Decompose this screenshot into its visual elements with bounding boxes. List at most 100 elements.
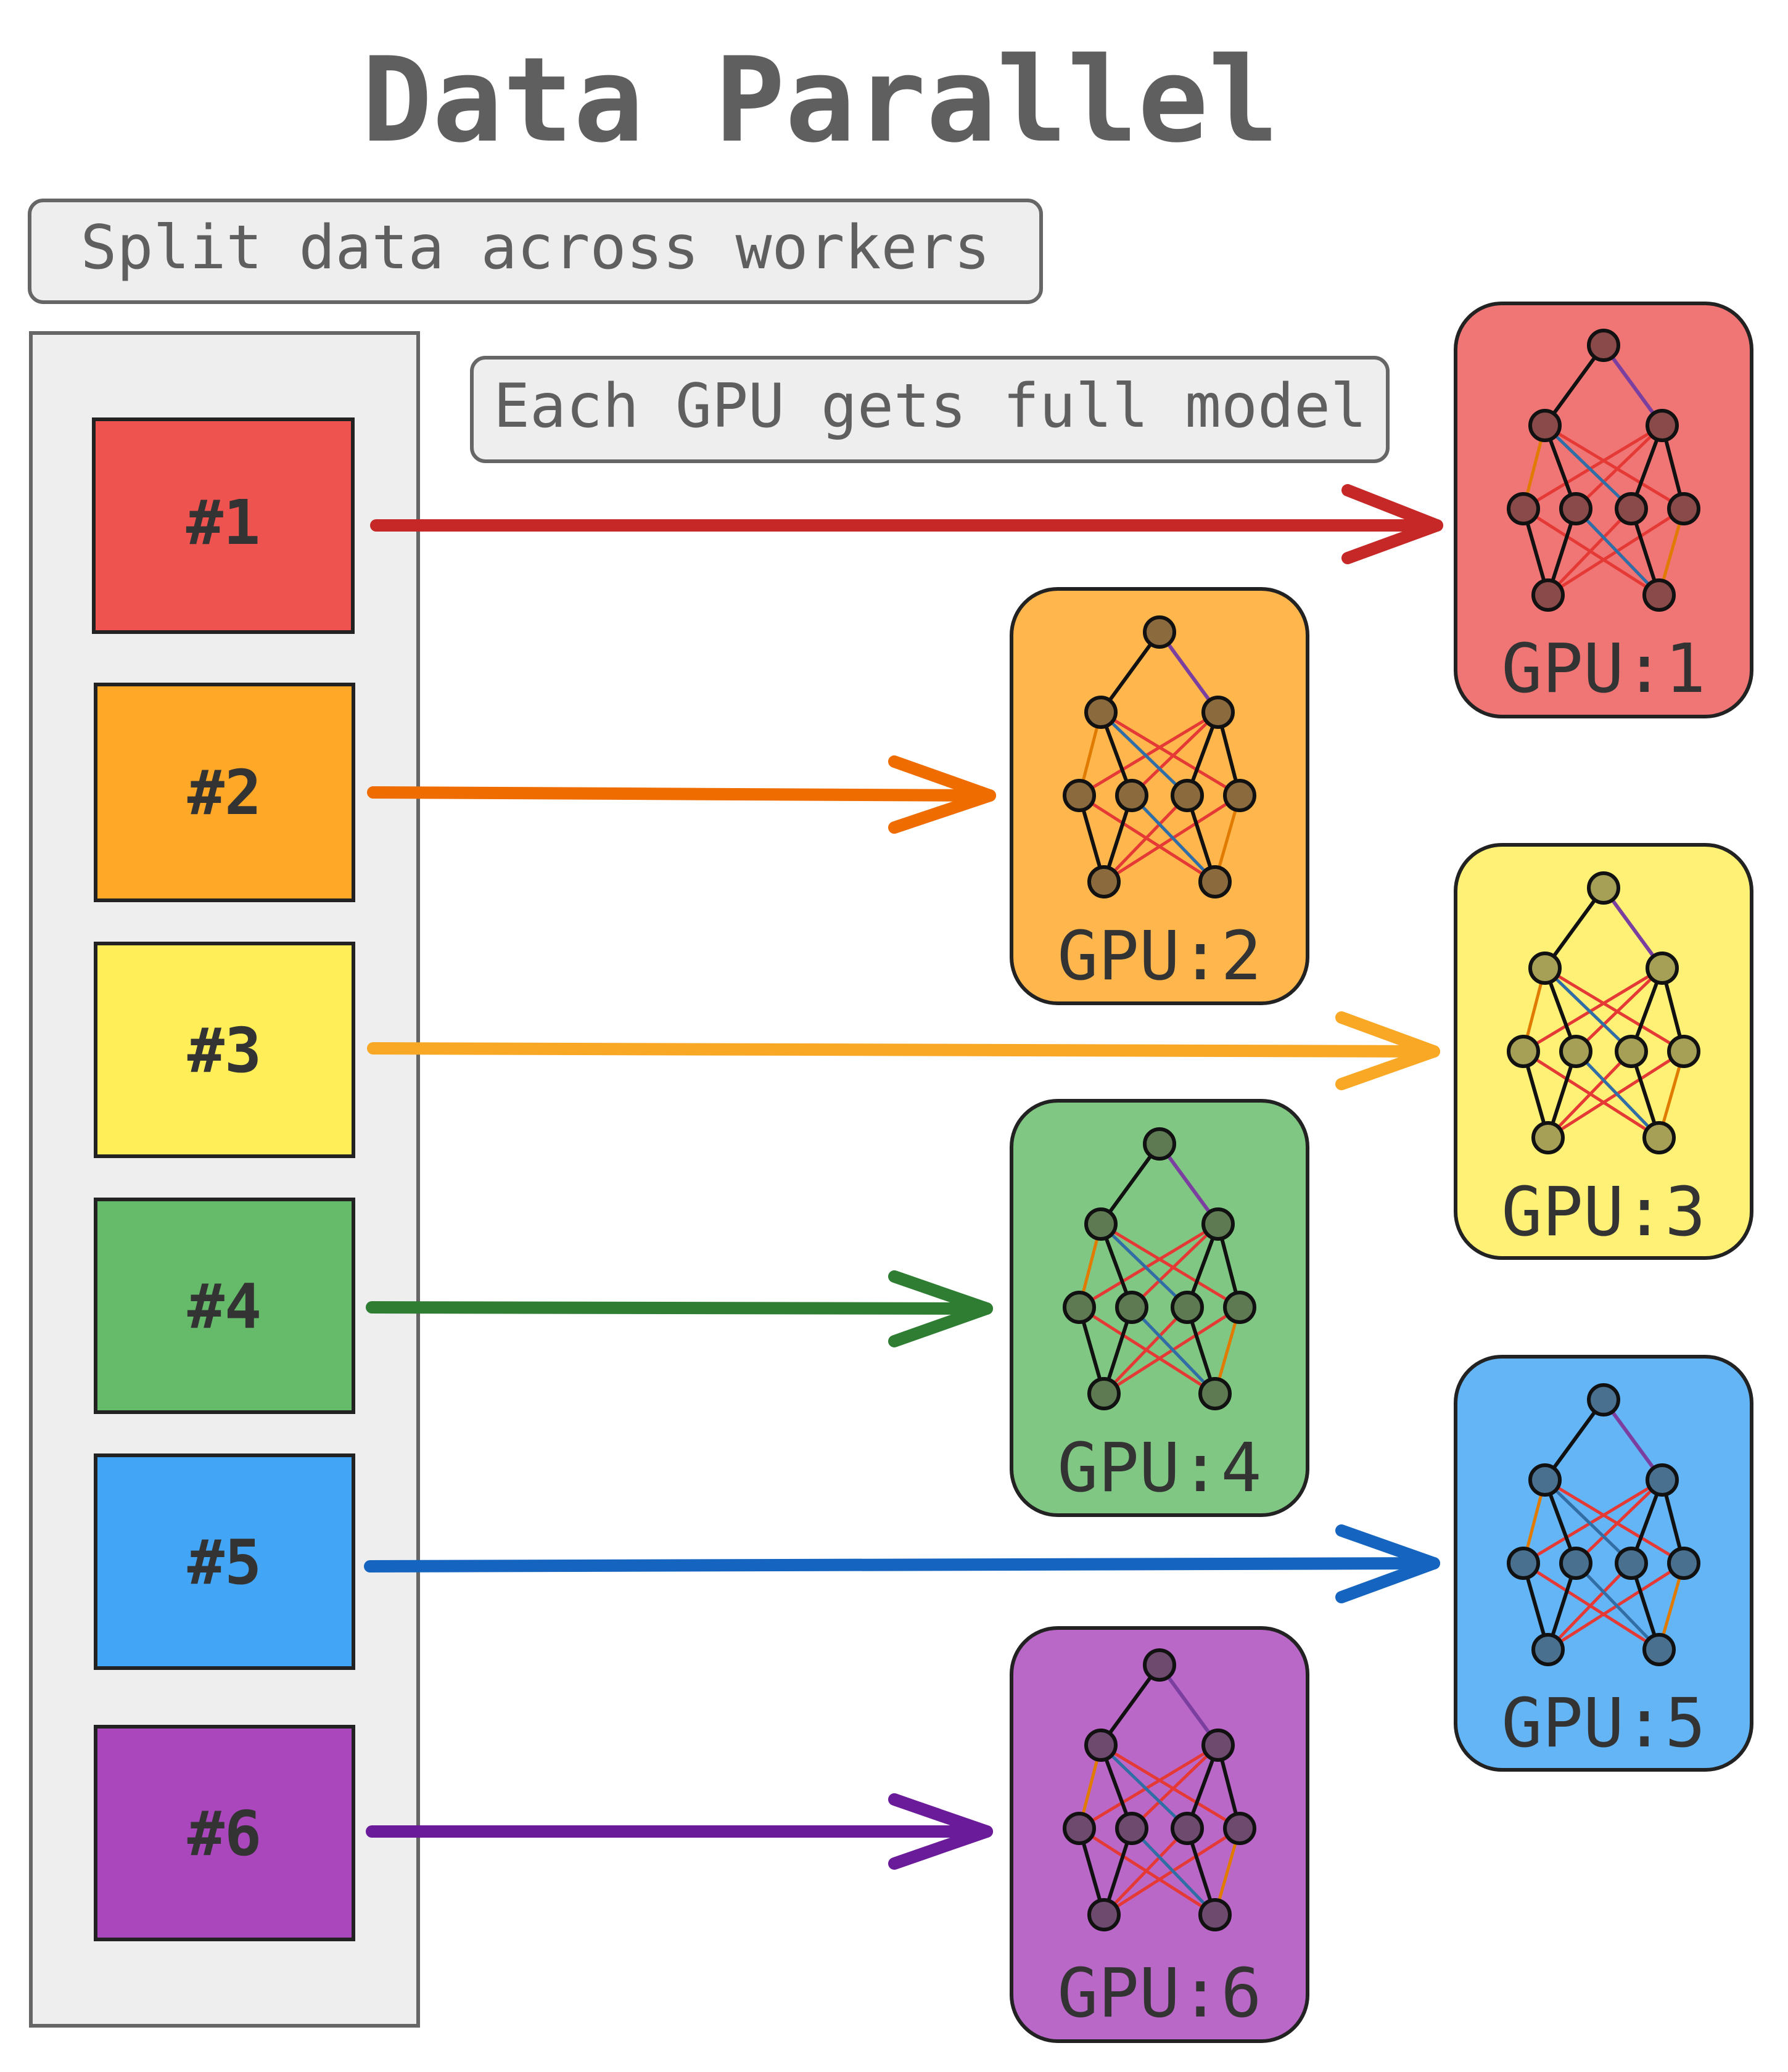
network-node [1587, 871, 1620, 905]
network-node [1646, 952, 1679, 985]
diagram-title: Data Parallel [361, 32, 1279, 168]
network-node [1667, 492, 1700, 525]
shard-label: #4 [187, 1270, 262, 1342]
network-node [1087, 1377, 1121, 1410]
gpu-3: GPU:3 [1454, 843, 1753, 1260]
network-node [1528, 409, 1562, 442]
network-node [1201, 1729, 1235, 1762]
network-node [1143, 1127, 1176, 1161]
model-label-box: Each GPU gets full model [470, 356, 1390, 463]
network-node [1615, 1035, 1648, 1068]
network-node [1587, 329, 1620, 362]
network-node [1171, 779, 1204, 812]
gpu-box [1454, 1355, 1753, 1772]
arrow-3 [367, 1011, 1440, 1090]
network-node [1507, 1035, 1540, 1068]
arrow-1 [370, 484, 1443, 564]
gpu-box [1010, 587, 1309, 1005]
shard-5: #5 [94, 1453, 355, 1670]
gpu-label: GPU:6 [1057, 1954, 1261, 2033]
neural-network-icon [1507, 329, 1700, 612]
shard-label: #1 [186, 487, 260, 559]
network-node [1087, 1898, 1121, 1931]
neural-network-icon [1063, 1127, 1256, 1410]
gpu-box [1010, 1626, 1309, 2043]
network-node [1084, 1729, 1118, 1762]
shard-box [94, 1198, 355, 1414]
neural-network-icon [1507, 1383, 1700, 1666]
neural-network-icon [1507, 871, 1700, 1154]
network-node [1531, 1633, 1565, 1666]
shard-3: #3 [94, 942, 355, 1158]
network-node [1198, 865, 1232, 898]
shard-box [94, 942, 355, 1158]
gpu-5: GPU:5 [1454, 1355, 1753, 1772]
network-node [1198, 1377, 1232, 1410]
network-node [1143, 615, 1176, 649]
network-node [1063, 779, 1096, 812]
gpu-label: GPU:4 [1057, 1428, 1261, 1507]
network-node [1642, 578, 1676, 612]
shard-label: #5 [187, 1526, 262, 1598]
gpu-label: GPU:2 [1057, 916, 1261, 995]
network-node [1615, 492, 1648, 525]
network-node [1667, 1035, 1700, 1068]
shard-box [94, 1725, 355, 1941]
shard-label: #3 [187, 1014, 262, 1087]
network-node [1642, 1121, 1676, 1154]
network-node [1646, 1463, 1679, 1497]
network-node [1531, 1121, 1565, 1154]
network-node [1223, 779, 1256, 812]
network-node [1115, 1291, 1148, 1324]
network-node [1528, 1463, 1562, 1497]
network-node [1084, 1207, 1118, 1241]
neural-network-icon [1063, 1648, 1256, 1931]
network-node [1559, 492, 1592, 525]
network-node [1559, 1547, 1592, 1580]
shard-box [94, 683, 355, 902]
network-node [1063, 1812, 1096, 1845]
network-node [1615, 1547, 1648, 1580]
network-node [1531, 578, 1565, 612]
network-node [1115, 1812, 1148, 1845]
network-node [1171, 1291, 1204, 1324]
gpu-box [1010, 1099, 1309, 1517]
arrow-5 [364, 1524, 1440, 1603]
shard-box [94, 1453, 355, 1670]
shard-label: #2 [187, 757, 262, 829]
gpu-label: GPU:3 [1501, 1172, 1705, 1251]
gpu-label: GPU:5 [1501, 1684, 1705, 1762]
network-node [1201, 1207, 1235, 1241]
arrow-6 [366, 1793, 993, 1870]
shard-label: #6 [187, 1798, 262, 1870]
shard-1: #1 [92, 417, 355, 634]
network-node [1115, 779, 1148, 812]
network-node [1507, 492, 1540, 525]
gpu-label: GPU:1 [1501, 629, 1705, 708]
split-label-box: Split data across workers [28, 199, 1043, 304]
network-node [1559, 1035, 1592, 1068]
gpu-box [1454, 843, 1753, 1260]
network-node [1223, 1291, 1256, 1324]
network-node [1171, 1812, 1204, 1845]
shard-2: #2 [94, 683, 355, 902]
network-node [1587, 1383, 1620, 1416]
gpu-box [1454, 302, 1753, 718]
network-node [1084, 696, 1118, 729]
arrow-2 [367, 755, 996, 834]
network-node [1642, 1633, 1676, 1666]
arrow-4 [366, 1270, 993, 1347]
network-node [1223, 1812, 1256, 1845]
network-node [1667, 1547, 1700, 1580]
neural-network-icon [1063, 615, 1256, 898]
shard-4: #4 [94, 1198, 355, 1414]
split-label: Split data across workers [80, 213, 990, 283]
network-node [1063, 1291, 1096, 1324]
shard-box [92, 417, 355, 634]
network-node [1507, 1547, 1540, 1580]
network-node [1528, 952, 1562, 985]
network-node [1087, 865, 1121, 898]
network-node [1143, 1648, 1176, 1682]
shard-6: #6 [94, 1725, 355, 1941]
